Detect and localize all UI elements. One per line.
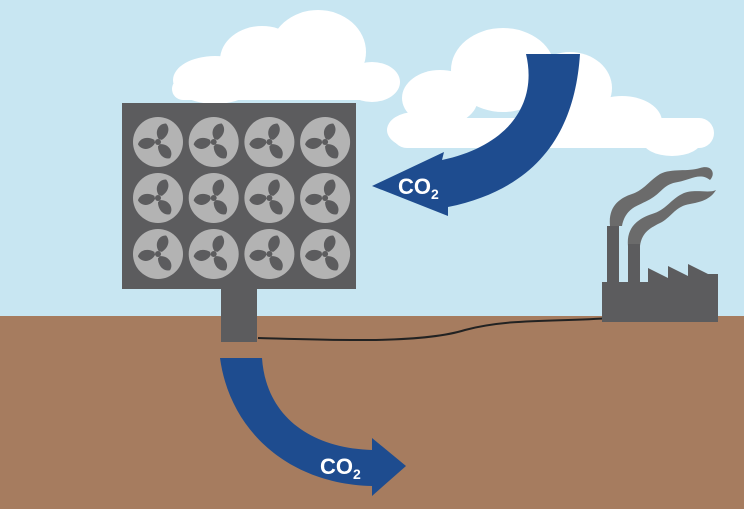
co2-label-top: CO2 <box>398 174 439 202</box>
fan-icon <box>300 229 351 279</box>
chimney <box>607 226 619 288</box>
chimney <box>628 244 640 288</box>
fan-icon <box>133 117 183 167</box>
connecting-pipe <box>257 317 611 342</box>
arrow-co2-down <box>220 358 406 496</box>
fan-icon <box>188 173 239 223</box>
fan-icon <box>244 173 295 223</box>
machine-stand <box>221 286 257 342</box>
fan-icon <box>188 117 239 167</box>
factory-building <box>602 264 718 322</box>
arrow-co2-in <box>372 54 580 216</box>
fan-icon <box>133 229 183 279</box>
fan-icon <box>188 229 239 279</box>
fan-grid <box>133 117 351 279</box>
factory-smoke <box>627 190 716 246</box>
fan-icon <box>244 117 295 167</box>
co2-label-top-subscript: 2 <box>431 186 439 202</box>
cloud-left <box>172 10 400 104</box>
co2-label-bottom-main: CO <box>320 454 353 479</box>
fan-icon <box>300 173 351 223</box>
factory-smoke <box>609 167 713 226</box>
fan-icon <box>244 229 295 279</box>
factory <box>602 167 718 322</box>
fan-icon <box>300 117 351 167</box>
co2-label-bottom-subscript: 2 <box>353 466 361 482</box>
fan-icon <box>133 173 183 223</box>
co2-label-top-main: CO <box>398 174 431 199</box>
co2-label-bottom: CO2 <box>320 454 361 482</box>
